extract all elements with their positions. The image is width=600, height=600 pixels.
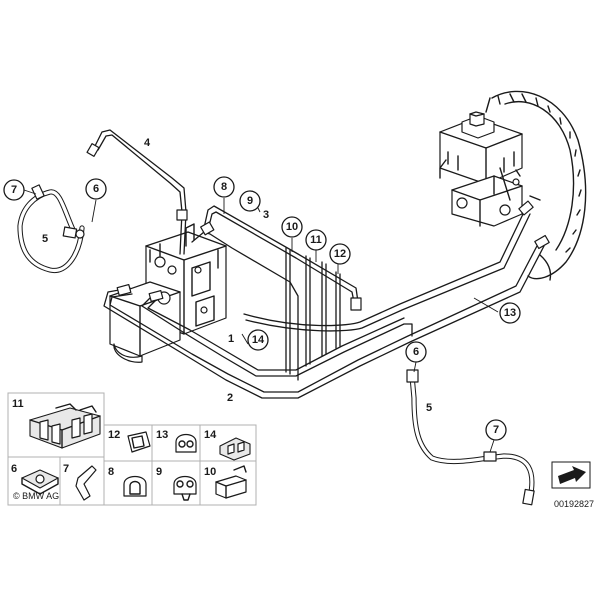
- inset-num-8: 8: [108, 466, 114, 478]
- inset-num-9: 9: [156, 466, 162, 478]
- abs-hydraulic-unit: [109, 223, 227, 363]
- small-parts-inset: 11 12 13 14 6: [7, 392, 257, 506]
- label-5-lower: 5: [426, 402, 432, 414]
- clip-6-drawing: [21, 469, 59, 495]
- clip-14-drawing: [219, 437, 251, 461]
- label-5-upper: 5: [42, 233, 48, 245]
- clip-10-drawing: [215, 465, 247, 499]
- clip-12-drawing: [127, 431, 151, 453]
- inset-num-12: 12: [108, 429, 120, 441]
- callout-6-upper: 6: [85, 178, 107, 200]
- callout-9-text: 9: [247, 195, 253, 207]
- callout-7-upper-text: 7: [11, 184, 17, 196]
- callout-7-lower: 7: [485, 419, 507, 441]
- clip-9-drawing: [173, 475, 197, 501]
- callout-14-text: 14: [252, 334, 265, 346]
- callout-7-lower-text: 7: [493, 424, 499, 436]
- brake-hose-right: [406, 369, 535, 506]
- callout-9: 9: [239, 190, 261, 212]
- clip-11-drawing: [29, 403, 101, 449]
- inset-num-14: 14: [204, 429, 217, 441]
- callout-8: 8: [213, 176, 235, 198]
- clip-13-drawing: [175, 433, 197, 453]
- label-1: 1: [228, 333, 234, 345]
- callout-6-lower-text: 6: [413, 346, 419, 358]
- diagram-number: 00192827: [554, 499, 594, 509]
- label-4: 4: [144, 137, 151, 149]
- label-2: 2: [227, 392, 233, 404]
- callout-7-upper: 7: [3, 179, 25, 201]
- clip-8-drawing: [123, 475, 147, 497]
- callout-14: 14: [247, 329, 269, 351]
- callout-10: 10: [281, 216, 303, 238]
- clip-7-drawing: [75, 465, 97, 501]
- inset-num-6: 6: [11, 463, 17, 475]
- callout-13: 13: [499, 302, 521, 324]
- inset-num-11: 11: [12, 398, 24, 410]
- pipe-bundle-verticals: [285, 247, 341, 375]
- inset-num-7: 7: [63, 463, 69, 475]
- callout-10-text: 10: [286, 221, 298, 233]
- callout-11: 11: [305, 229, 327, 251]
- copyright-text: © BMW AG: [13, 491, 59, 501]
- callout-12: 12: [329, 243, 351, 265]
- callout-13-text: 13: [504, 307, 516, 319]
- inset-num-13: 13: [156, 429, 168, 441]
- callout-11-text: 11: [310, 234, 322, 246]
- label-3: 3: [263, 209, 269, 221]
- callout-8-text: 8: [221, 181, 227, 193]
- direction-arrow-icon: [551, 461, 591, 489]
- inset-num-10: 10: [204, 466, 216, 478]
- callout-6-upper-text: 6: [93, 183, 99, 195]
- brake-pipe-1-2: [103, 234, 550, 399]
- callout-12-text: 12: [334, 248, 346, 260]
- callout-6-lower: 6: [405, 341, 427, 363]
- brake-pipe-3: [191, 205, 362, 381]
- brake-booster: [485, 90, 587, 281]
- brake-hose-left: [17, 184, 85, 273]
- brake-pipe-4: [86, 129, 188, 255]
- master-cylinder: [439, 111, 541, 227]
